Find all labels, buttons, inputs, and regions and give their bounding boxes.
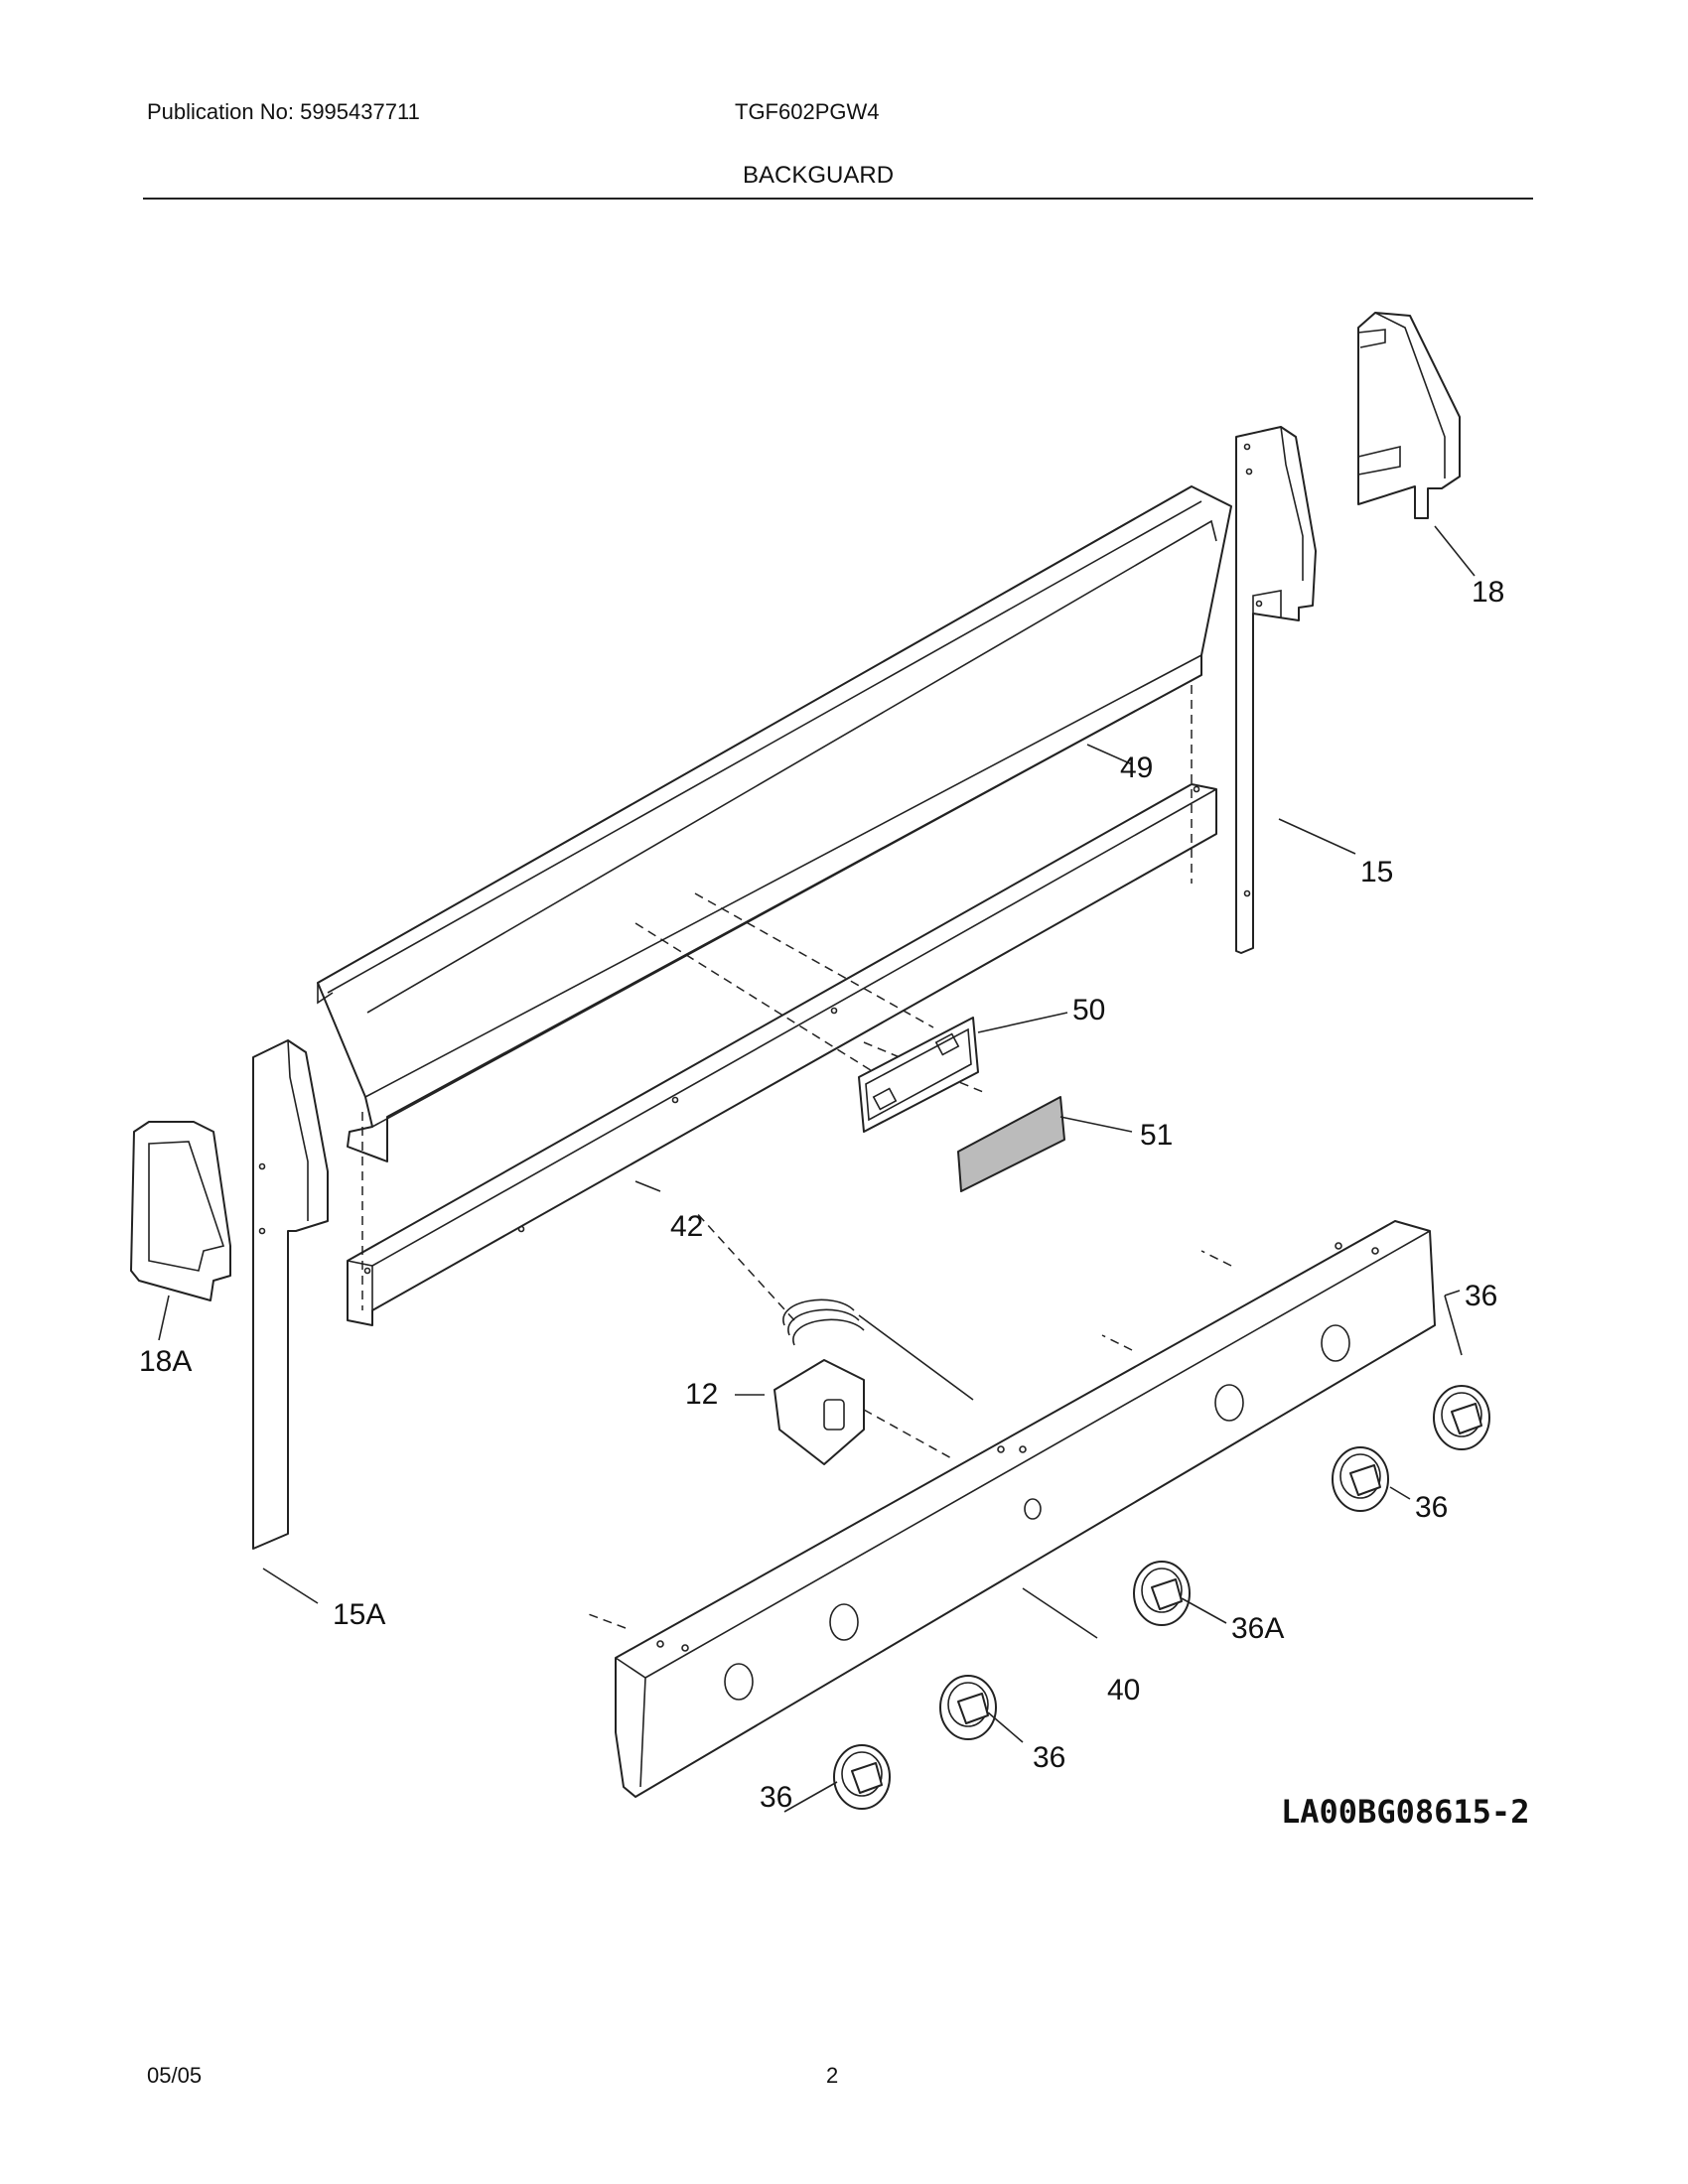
- knob-2: [1332, 1446, 1389, 1512]
- part-18a-end-cap-left: [130, 1121, 231, 1301]
- callout-15a: 15A: [333, 1598, 385, 1631]
- part-50-bracket: [858, 1017, 979, 1133]
- callout-42: 42: [670, 1210, 703, 1243]
- knob-1: [1433, 1385, 1490, 1450]
- callout-36-bottom: 36: [760, 1781, 792, 1814]
- callout-36a: 36A: [1231, 1612, 1284, 1645]
- callout-36-mid: 36: [1033, 1741, 1065, 1774]
- knob-5: [833, 1744, 891, 1810]
- publication-number: Publication No: 5995437711: [147, 99, 420, 124]
- part-49-backguard-panel: [317, 485, 1232, 1162]
- part-40-control-panel: [585, 1220, 1436, 1798]
- part-51-label: [957, 1096, 1065, 1192]
- diagram-code: LA00BG08615-2: [1281, 1793, 1529, 1831]
- page-number: 2: [826, 2063, 839, 2088]
- callout-labels: 18 49 15 50 51 42 18A 36 12 36 15A 36A 4…: [139, 576, 1504, 1814]
- callout-36-top: 36: [1465, 1280, 1497, 1312]
- section-title: BACKGUARD: [743, 162, 895, 189]
- callout-49: 49: [1120, 751, 1153, 784]
- knob-3: [1133, 1561, 1191, 1626]
- part-15a-side-trim-left: [252, 1039, 329, 1550]
- leader-lines: [158, 525, 1476, 1813]
- assembly-guides: [361, 685, 1193, 1321]
- callout-15: 15: [1360, 856, 1393, 888]
- callout-51: 51: [1140, 1119, 1173, 1152]
- callout-50: 50: [1072, 994, 1105, 1026]
- knob-4: [939, 1675, 997, 1740]
- part-42-channel: [347, 783, 1217, 1326]
- header-rule: [143, 198, 1533, 200]
- callout-18a: 18A: [139, 1345, 192, 1378]
- callout-36-right: 36: [1415, 1491, 1448, 1524]
- callout-40: 40: [1107, 1674, 1140, 1706]
- part-15-side-trim-right: [1235, 426, 1317, 954]
- callout-12: 12: [685, 1378, 718, 1411]
- model-number: TGF602PGW4: [735, 99, 880, 124]
- part-18-end-cap-right: [1357, 312, 1461, 519]
- part-36-knobs: [833, 1385, 1490, 1810]
- part-12-switch: [774, 1298, 974, 1465]
- callout-18: 18: [1472, 576, 1504, 609]
- publication-date: 05/05: [147, 2063, 203, 2088]
